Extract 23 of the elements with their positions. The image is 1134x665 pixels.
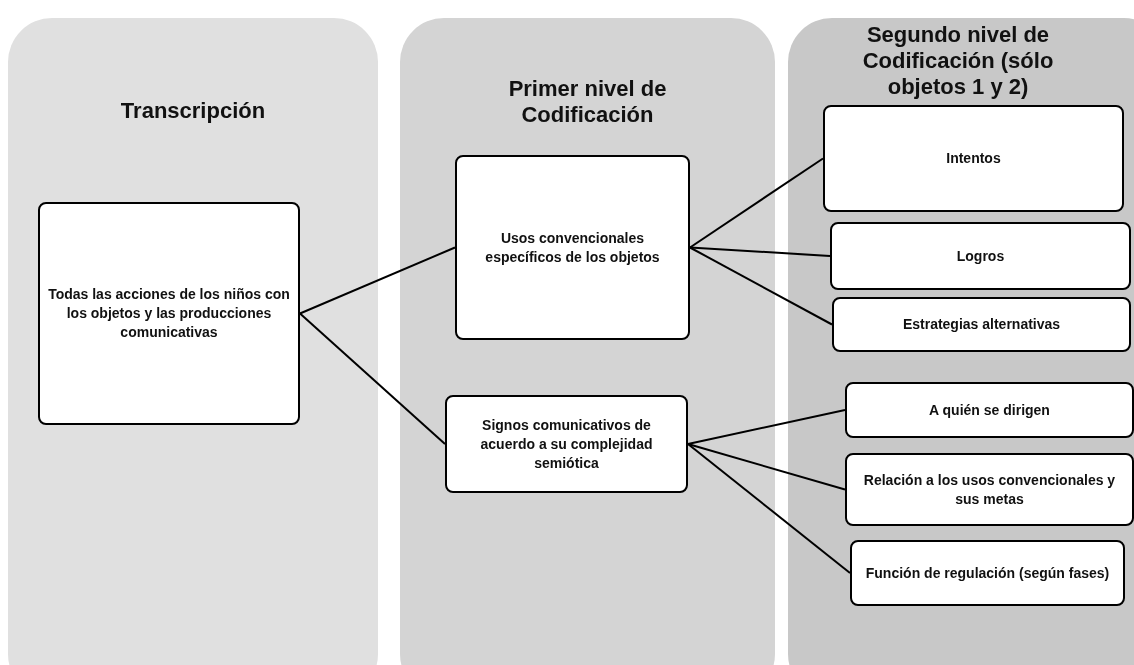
connector-line bbox=[687, 409, 846, 445]
category-box: Usos convencionales específicos de los objetos bbox=[455, 155, 690, 340]
connector-line bbox=[299, 312, 446, 445]
category-box: A quién se dirigen bbox=[845, 382, 1134, 438]
category-box: Estrategias alternativas bbox=[832, 297, 1131, 352]
column-heading: Transcripción bbox=[119, 98, 267, 124]
category-box: Logros bbox=[830, 222, 1131, 290]
column-band bbox=[400, 18, 775, 665]
connector-line bbox=[689, 246, 833, 326]
connector-line bbox=[687, 443, 846, 491]
connector-line bbox=[299, 246, 456, 315]
category-box: Relación a los usos convencionales y sus metas bbox=[845, 453, 1134, 526]
connector-line bbox=[689, 246, 831, 257]
category-box: Intentos bbox=[823, 105, 1124, 212]
column-band bbox=[8, 18, 378, 665]
connector-line bbox=[689, 157, 824, 249]
category-box: Signos comunicativos de acuerdo a su complejidad semiótica bbox=[445, 395, 688, 493]
connector-line bbox=[687, 443, 851, 574]
column-band bbox=[788, 18, 1134, 665]
category-box: Función de regulación (según fases) bbox=[850, 540, 1125, 606]
column-heading: Segundo nivel de Codificación (sólo objetos 1 y 2) bbox=[861, 22, 1055, 100]
category-box: Todas las acciones de los niños con los objetos y las producciones comunicativas bbox=[38, 202, 300, 425]
column-heading: Primer nivel de Codificación bbox=[507, 76, 668, 128]
